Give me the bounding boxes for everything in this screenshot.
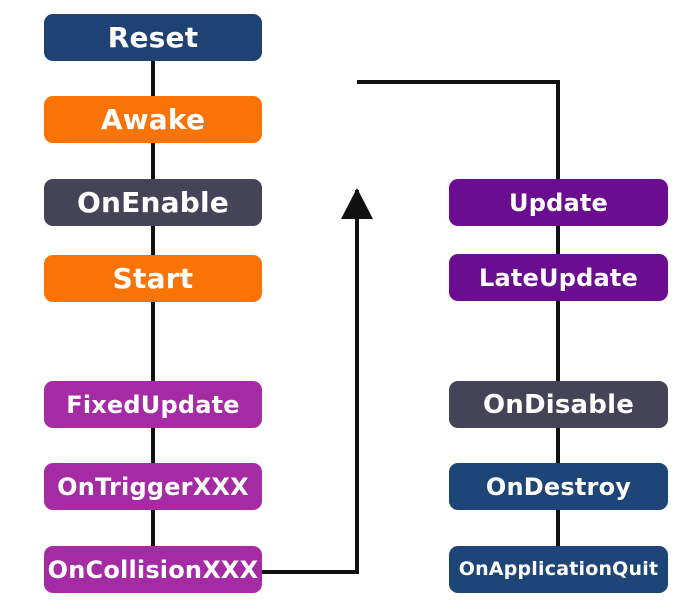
node-on-destroy-label: OnDestroy <box>485 472 632 501</box>
node-on-collision-xxx[interactable]: OnCollisionXXX <box>44 546 262 593</box>
node-on-collision-xxx-label: OnCollisionXXX <box>47 555 259 584</box>
node-on-destroy[interactable]: OnDestroy <box>449 463 668 510</box>
node-update[interactable]: Update <box>449 179 668 226</box>
node-awake-label: Awake <box>100 102 206 136</box>
node-start[interactable]: Start <box>44 255 262 302</box>
node-on-disable[interactable]: OnDisable <box>449 381 668 428</box>
node-fixed-update[interactable]: FixedUpdate <box>44 381 262 428</box>
node-fixed-update-label: FixedUpdate <box>66 390 240 419</box>
connector-loop-top-rail <box>357 80 560 180</box>
node-update-label: Update <box>509 188 608 217</box>
node-reset[interactable]: Reset <box>44 14 262 61</box>
connector-loop-collision-to-update <box>262 190 359 574</box>
node-on-application-quit-label: OnApplicationQuit <box>458 558 659 580</box>
node-on-enable-label: OnEnable <box>77 185 229 219</box>
loop-arrowhead-icon <box>341 188 373 219</box>
node-late-update[interactable]: LateUpdate <box>449 254 668 301</box>
node-on-disable-label: OnDisable <box>482 389 635 420</box>
node-on-application-quit[interactable]: OnApplicationQuit <box>449 546 668 593</box>
node-awake[interactable]: Awake <box>44 96 262 143</box>
node-on-trigger-xxx[interactable]: OnTriggerXXX <box>44 463 262 510</box>
node-late-update-label: LateUpdate <box>478 263 639 292</box>
node-on-enable[interactable]: OnEnable <box>44 179 262 226</box>
node-reset-label: Reset <box>107 20 199 54</box>
node-on-trigger-xxx-label: OnTriggerXXX <box>57 472 249 501</box>
node-start-label: Start <box>112 261 194 295</box>
